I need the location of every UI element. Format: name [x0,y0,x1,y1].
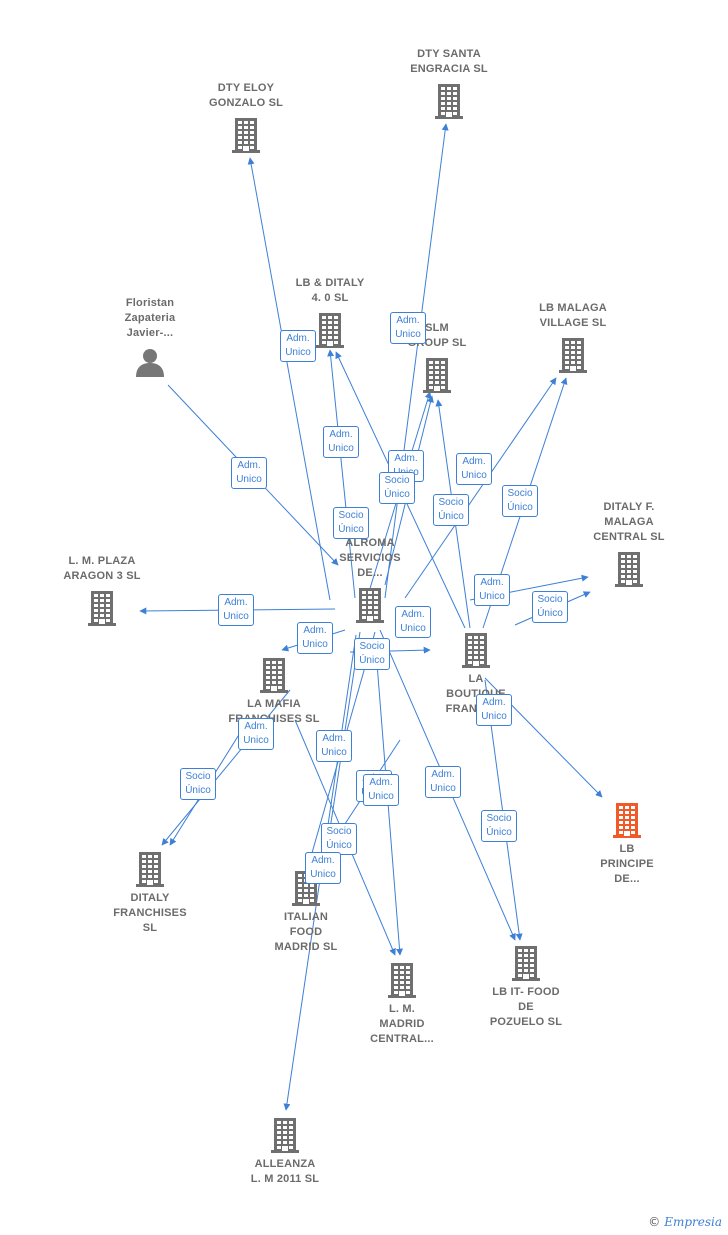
building-icon [260,657,288,698]
node-label: Floristan Zapateria Javier-... [124,297,176,339]
edge-label[interactable]: Adm. Unico [390,312,426,344]
node-ditaly-franchises[interactable]: DITALY FRANCHISES SL [90,851,210,936]
node-alroma[interactable]: ALROMA SERVICIOS DE... [310,536,430,623]
edge-label[interactable]: Adm. Unico [316,730,352,762]
edge-label[interactable]: Socio Único [180,768,216,800]
edge-label[interactable]: Socio Único [502,485,538,517]
edge-label[interactable]: Adm. Unico [305,852,341,884]
edge-label[interactable]: Socio Único [433,494,469,526]
building-icon [423,357,451,398]
building-icon [613,802,641,843]
node-dty-santa[interactable]: DTY SANTA ENGRACIA SL [389,47,509,119]
node-lb-principe[interactable]: LB PRINCIPE DE... [567,802,687,887]
node-label: LB & DITALY 4. 0 SL [295,277,365,304]
edge-line [327,349,356,599]
node-lb-malaga[interactable]: LB MALAGA VILLAGE SL [513,301,633,373]
node-label: ALROMA SERVICIOS DE... [339,537,401,579]
edge-label[interactable]: Adm. Unico [474,574,510,606]
edge-label[interactable]: Adm. Unico [456,453,492,485]
edge-label[interactable]: Adm. Unico [363,774,399,806]
node-lb-ditaly[interactable]: LB & DITALY 4. 0 SL [270,276,390,348]
empresia-watermark[interactable]: ©Empresia [648,1215,722,1229]
edge-label[interactable]: Socio Único [532,591,568,623]
building-icon [316,312,344,353]
edge-label[interactable]: Adm. Unico [395,606,431,638]
node-label: ALLEANZA L. M 2011 SL [250,1158,320,1185]
node-label: LB MALAGA VILLAGE SL [539,302,607,329]
edge-line [161,689,291,846]
edge-label[interactable]: Adm. Unico [297,622,333,654]
building-icon [136,851,164,892]
edge-line [384,123,449,599]
edge-label[interactable]: Adm. Unico [425,766,461,798]
edge-label[interactable]: Socio Único [321,823,357,855]
edge-label[interactable]: Adm. Unico [238,718,274,750]
person-icon [135,347,165,382]
building-icon [615,551,643,592]
edge-label[interactable]: Adm. Unico [323,426,359,458]
node-lm-plaza[interactable]: L. M. PLAZA ARAGON 3 SL [42,554,162,626]
node-floristan[interactable]: Floristan Zapateria Javier-... [90,296,210,377]
edge-label[interactable]: Socio Único [333,507,369,539]
node-label: DITALY FRANCHISES SL [113,892,187,934]
edge-label[interactable]: Socio Único [481,810,517,842]
edge-line [247,157,331,601]
building-icon [356,587,384,628]
building-icon [232,117,260,158]
building-icon [462,632,490,673]
building-icon [271,1117,299,1158]
edge-label[interactable]: Adm. Unico [231,457,267,489]
node-label: ITALIAN FOOD MADRID SL [274,911,338,953]
node-lm-madrid[interactable]: L. M. MADRID CENTRAL... [342,962,462,1047]
building-icon [88,590,116,631]
node-label: L. M. MADRID CENTRAL... [370,1003,434,1045]
node-label: LB IT- FOOD DE POZUELO SL [489,986,563,1028]
node-label: LB PRINCIPE DE... [600,843,654,885]
edge-line [404,377,557,599]
node-alleanza[interactable]: ALLEANZA L. M 2011 SL [225,1117,345,1187]
node-lb-it-food[interactable]: LB IT- FOOD DE POZUELO SL [466,945,586,1030]
node-label: DTY ELOY GONZALO SL [208,82,284,109]
building-icon [388,962,416,1003]
edge-label[interactable]: Socio Único [379,472,415,504]
copyright-symbol: © [648,1215,661,1229]
edge-label[interactable]: Adm. Unico [218,594,254,626]
building-icon [559,337,587,378]
edge-label[interactable]: Socio Único [354,638,390,670]
node-label: DITALY F. MALAGA CENTRAL SL [593,501,665,543]
node-ditaly-malaga[interactable]: DITALY F. MALAGA CENTRAL SL [569,500,689,587]
building-icon [435,83,463,124]
node-label: DTY SANTA ENGRACIA SL [410,48,488,75]
node-italian-food[interactable]: ITALIAN FOOD MADRID SL [246,870,366,955]
edge-label[interactable]: Adm. Unico [280,330,316,362]
node-label: L. M. PLAZA ARAGON 3 SL [63,555,141,582]
node-dty-eloy[interactable]: DTY ELOY GONZALO SL [186,81,306,153]
node-slm-group[interactable]: SLM GROUP SL [377,321,497,393]
building-icon [512,945,540,986]
brand-name: Empresia [664,1215,722,1229]
edge-label[interactable]: Adm. Unico [476,694,512,726]
